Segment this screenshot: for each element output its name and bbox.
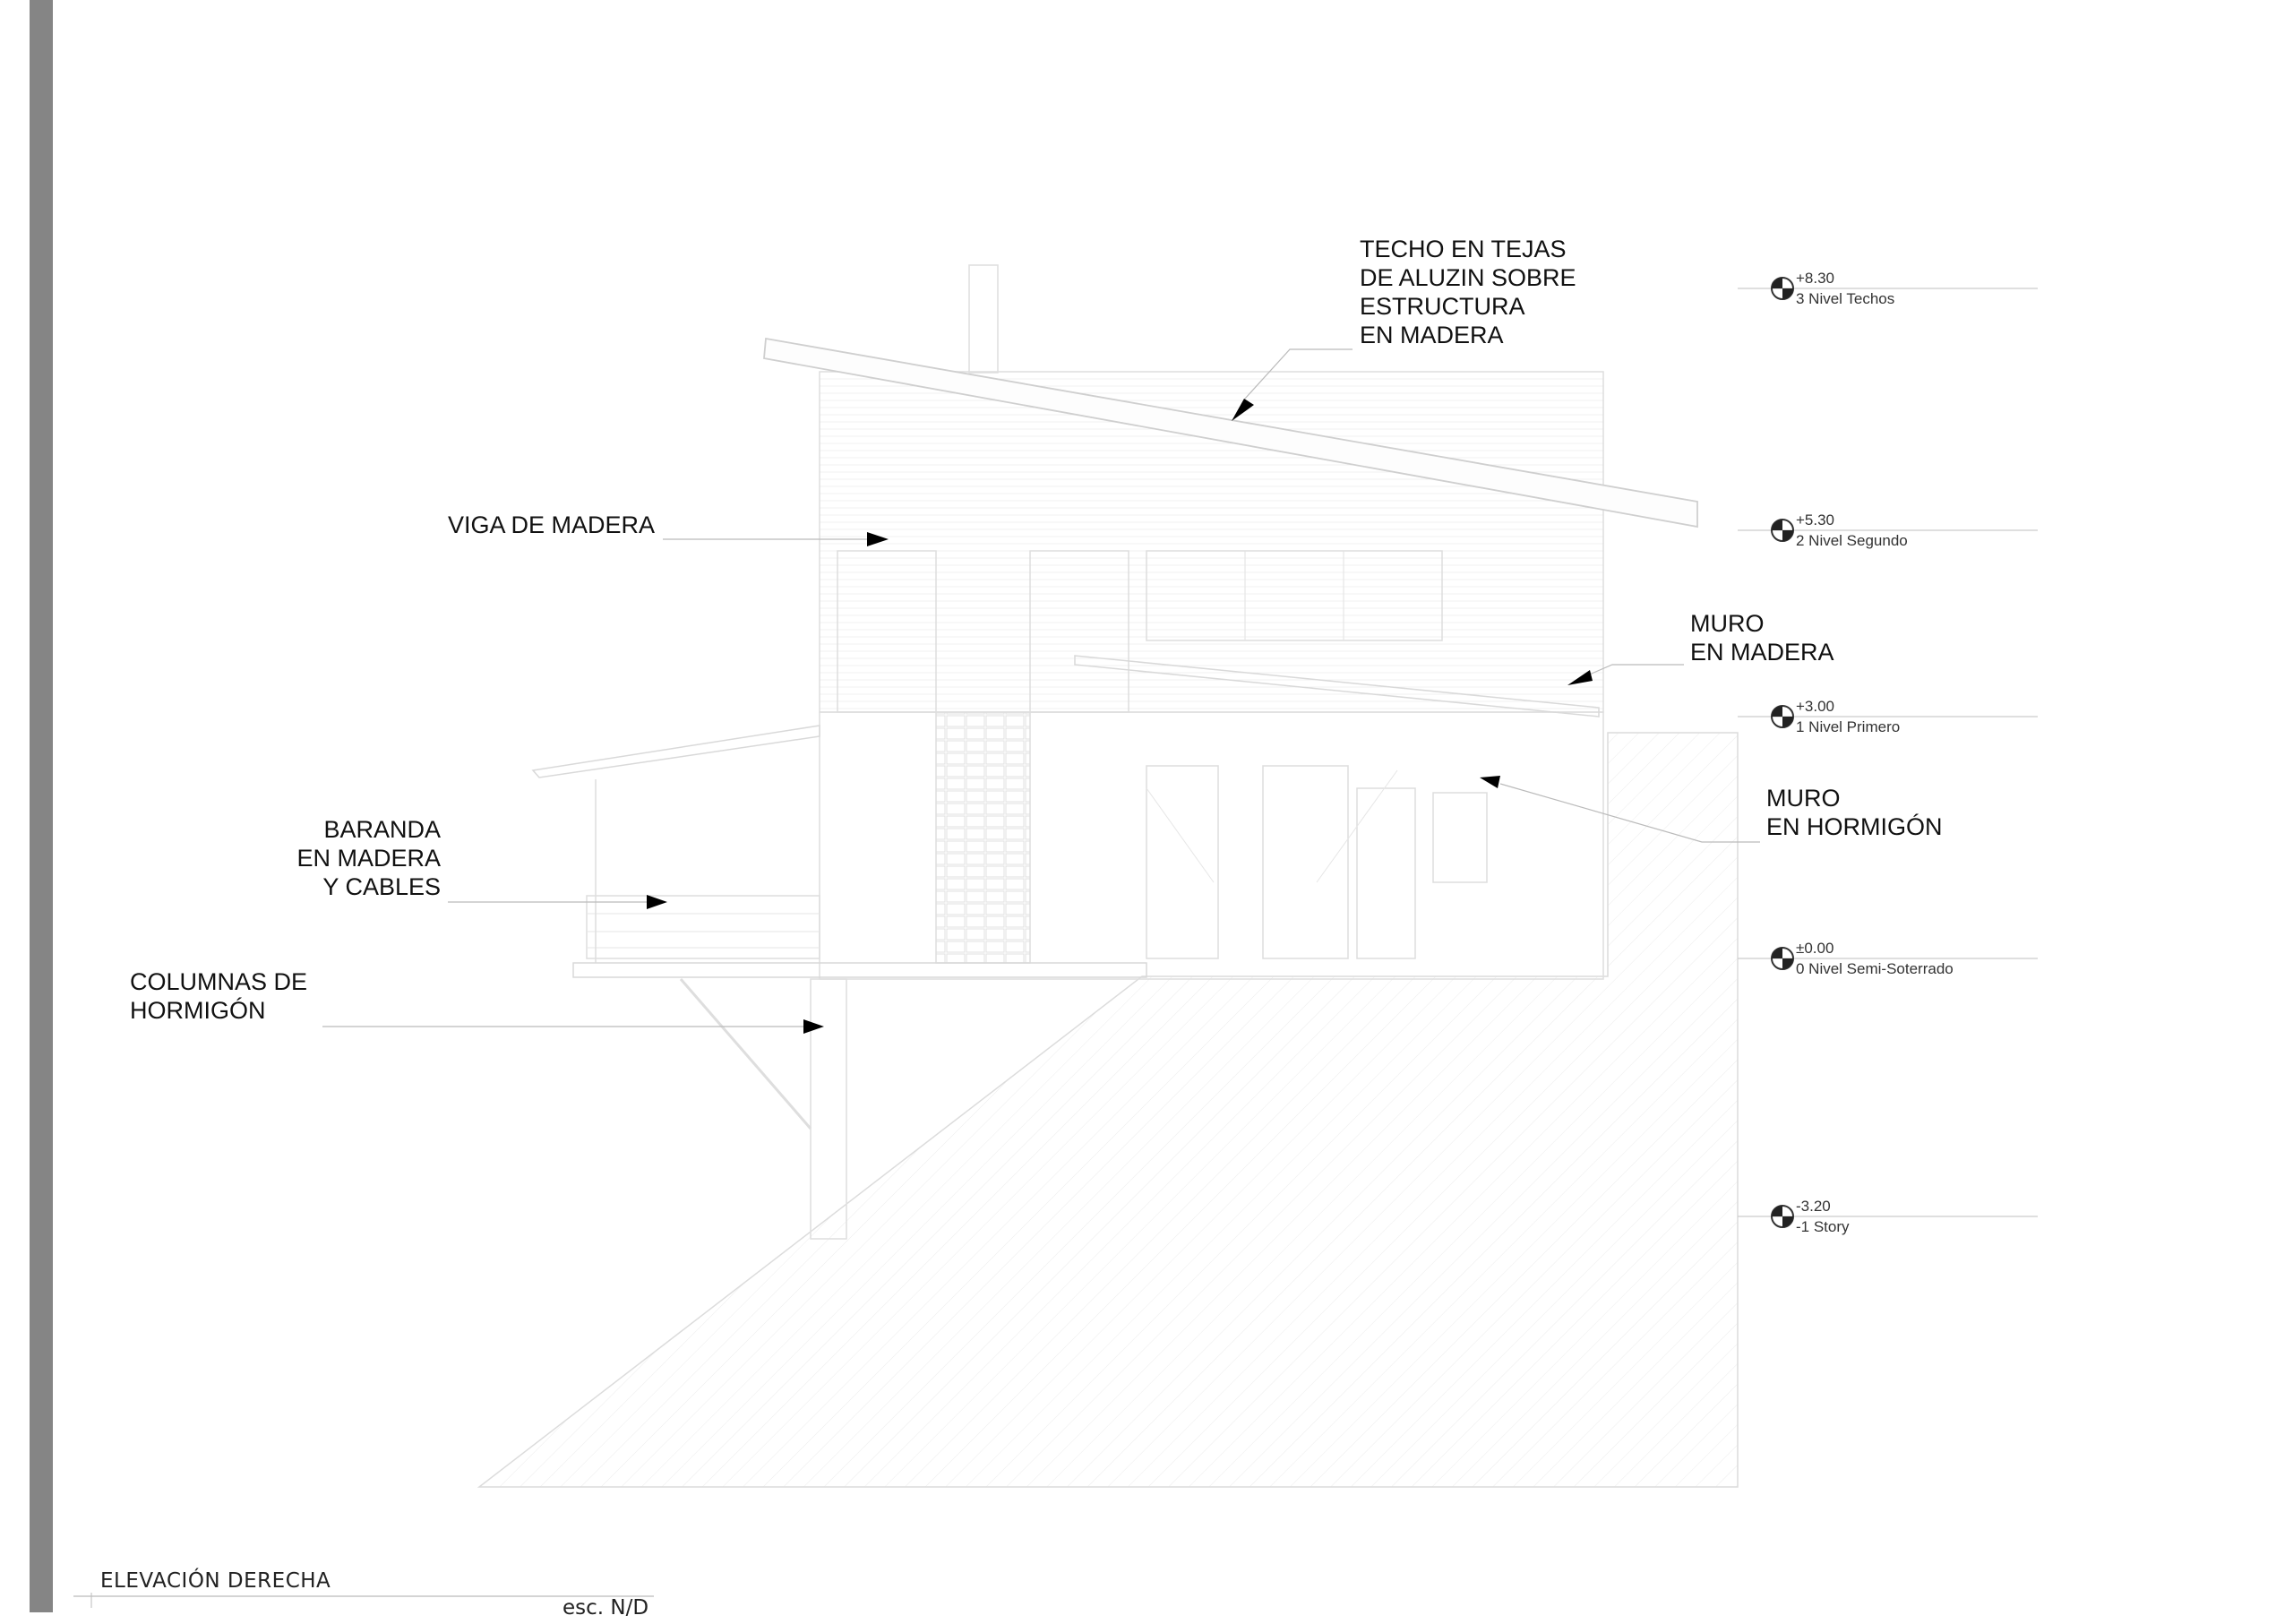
- leader-roof: [1232, 348, 1353, 421]
- level-elevation: +3.00: [1796, 698, 1835, 715]
- level-name: 2 Nivel Segundo: [1796, 532, 1908, 549]
- stone-column: [935, 711, 1031, 964]
- level-elevation: -3.20: [1796, 1198, 1831, 1215]
- level-name: 0 Nivel Semi-Soterrado: [1796, 960, 1954, 977]
- leader-concrete-wall: [1480, 776, 1760, 843]
- annotation-concrete-wall: MURO EN HORMIGÓN: [1766, 785, 1943, 840]
- upper-window-band: [1146, 550, 1443, 641]
- chimney: [968, 264, 999, 374]
- deck-railing: [586, 895, 820, 959]
- level-elevation: +8.30: [1796, 270, 1835, 287]
- main-roof: [763, 337, 1698, 528]
- level-name: -1 Story: [1796, 1218, 1850, 1235]
- level-marker-icon: [1771, 277, 1794, 300]
- annotation-columns: COLUMNAS DE HORMIGÓN: [130, 968, 308, 1024]
- leader-railing: [448, 895, 667, 909]
- leader-columns: [322, 1019, 824, 1034]
- drawing-scale: esc. N/D: [563, 1596, 649, 1620]
- annotation-wood-wall: MURO EN MADERA: [1690, 610, 1834, 666]
- drawing-title: ELEVACIÓN DERECHA: [100, 1569, 331, 1593]
- leader-wood-wall: [1567, 664, 1684, 685]
- deck-roof: [531, 725, 820, 778]
- level-marker-icon: [1771, 947, 1794, 970]
- sheet-left-border: [30, 0, 53, 1612]
- level-name: 1 Nivel Primero: [1796, 718, 1901, 735]
- annotation-railing: BARANDA EN MADERA Y CABLES: [296, 816, 441, 900]
- terrain-hatch: [477, 732, 1739, 1488]
- concrete-column: [810, 978, 847, 1240]
- annotation-roof: TECHO EN TEJAS DE ALUZIN SOBRE ESTRUCTUR…: [1360, 236, 1576, 348]
- lower-door-1: [1146, 765, 1219, 959]
- level-elevation: +5.30: [1796, 511, 1835, 528]
- level-marker-icon: [1771, 1205, 1794, 1228]
- column-strut: [679, 978, 812, 1130]
- diagonal-brace-2: [1316, 769, 1398, 883]
- level-lines: [1738, 288, 2038, 1217]
- lower-door-3: [1356, 787, 1416, 959]
- annotation-beam: VIGA DE MADERA: [448, 511, 656, 538]
- level-marker-icon: [1771, 519, 1794, 542]
- leader-beam: [663, 532, 889, 546]
- level-elevation: ±0.00: [1796, 940, 1834, 957]
- deck-floor: [572, 962, 1147, 978]
- lower-window-right: [1432, 792, 1488, 883]
- lower-door-2: [1262, 765, 1349, 959]
- diagonal-brace-1: [1146, 787, 1215, 883]
- level-name: 3 Nivel Techos: [1796, 290, 1895, 307]
- level-marker-icon: [1771, 705, 1794, 728]
- mid-eave: [1074, 655, 1600, 717]
- lower-wall: [819, 711, 1604, 980]
